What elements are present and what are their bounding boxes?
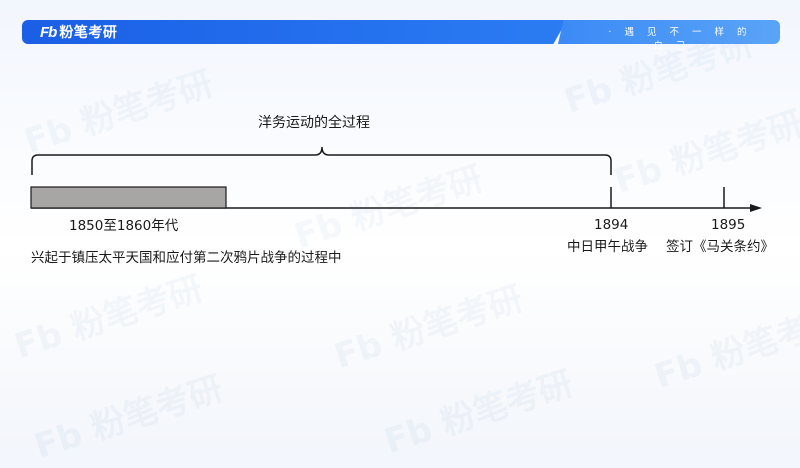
- timeline-diagram: [30, 146, 762, 212]
- slogan-text: · 遇 见 不 一 样 的 自 己 ·: [608, 27, 752, 52]
- range-brace: [31, 146, 612, 175]
- start-period-desc: 兴起于镇压太平天国和应付第二次鸦片战争的过程中: [31, 250, 342, 266]
- axis-arrow: [750, 204, 762, 212]
- event-desc-1894: 中日甲午战争: [567, 239, 648, 255]
- range-label: 洋务运动的全过程: [258, 115, 370, 131]
- event-desc-1895: 签订《马关条约》: [666, 239, 774, 255]
- slogan-bar: [558, 20, 780, 44]
- brand-logo: Fb 粉笔考研: [40, 22, 117, 42]
- start-period-label: 1850至1860年代: [69, 218, 179, 234]
- header-bar: [22, 20, 567, 44]
- event-year-1895: 1895: [711, 217, 746, 233]
- start-period-block: [30, 186, 227, 209]
- logo-text: 粉笔考研: [59, 25, 118, 41]
- logo-mark: Fb: [40, 23, 57, 41]
- event-year-1894: 1894: [594, 217, 629, 233]
